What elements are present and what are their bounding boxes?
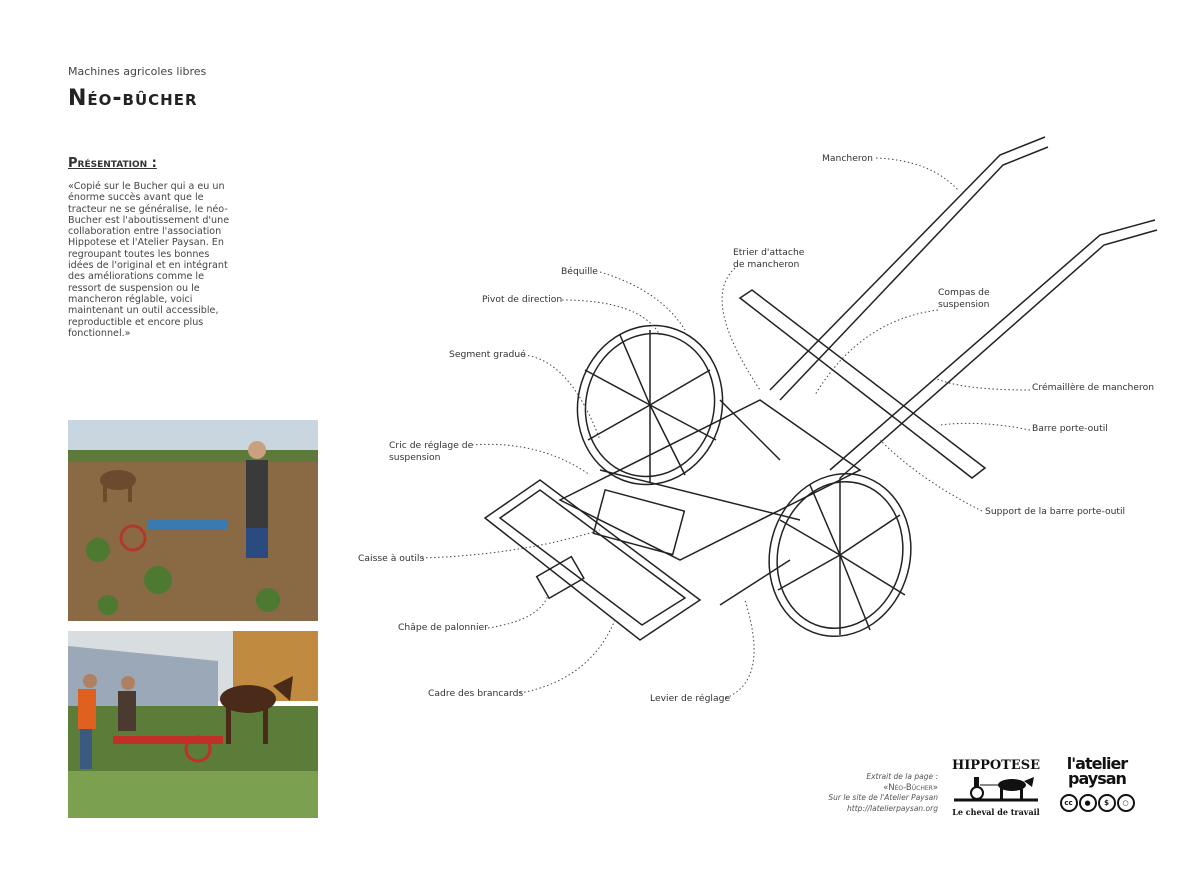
right-handle — [829, 219, 1158, 479]
hippotese-logo: HIPPOTESE Le cheval de travail — [950, 758, 1042, 817]
credit-line: Extrait de la page : — [866, 772, 938, 781]
presentation-text: «Copié sur le Bucher qui a eu un énorme … — [68, 181, 230, 339]
leader-lines — [421, 157, 1031, 699]
atelier-logo-line1: l'atelier — [1066, 754, 1128, 773]
left-wheel — [576, 324, 724, 486]
label-bequille: Béquille — [561, 266, 598, 277]
horse-cart-icon — [954, 777, 1038, 802]
hippotese-title: HIPPOTESE — [951, 758, 1041, 773]
label-compas: Compas de suspension — [938, 287, 990, 310]
shaft-frame — [483, 479, 702, 641]
cc-by-icon: ● — [1078, 794, 1097, 812]
label-cric: Cric de réglage de suspension — [389, 440, 474, 463]
cc-icon: cc — [1059, 794, 1078, 812]
label-mancheron: Mancheron — [822, 153, 873, 164]
label-barre: Barre porte-outil — [1032, 423, 1108, 434]
tool-bar — [738, 289, 987, 479]
page-title: Néo-bûcher — [68, 86, 198, 111]
label-segment: Segment gradué — [449, 349, 526, 360]
photo-horse-plowing — [68, 631, 318, 818]
cc-sa-icon: ○ — [1116, 794, 1135, 812]
label-etrier: Etrier d'attache de mancheron — [733, 247, 805, 270]
photo-field-work — [68, 420, 318, 621]
credit-page-name: «Néo-Bûcher» — [883, 782, 938, 793]
atelier-logo-line2: paysan — [1068, 769, 1127, 788]
label-caisse: Caisse à outils — [358, 553, 425, 564]
hippotese-tagline: Le cheval de travail — [952, 807, 1040, 817]
credit-block: Extrait de la page : «Néo-Bûcher» Sur le… — [828, 772, 938, 814]
label-cremaillere: Crémaillère de mancheron — [1032, 382, 1155, 393]
label-support: Support de la barre porte-outil — [985, 506, 1126, 517]
credit-line: Sur le site de l'Atelier Paysan — [828, 793, 938, 802]
label-cadre: Cadre des brancards — [428, 688, 524, 699]
tool-box — [592, 488, 686, 556]
label-chape: Châpe de palonnier — [398, 622, 488, 633]
atelier-paysan-logo: l'atelier paysan cc●$○ — [1058, 756, 1136, 812]
label-levier: Levier de réglage — [650, 693, 731, 704]
section-kicker: Machines agricoles libres — [68, 65, 207, 78]
label-pivot: Pivot de direction — [482, 294, 563, 305]
right-wheel — [768, 472, 912, 638]
cc-nc-icon: $ — [1097, 794, 1116, 812]
presentation-heading: Présentation : — [68, 156, 157, 171]
left-handle — [769, 136, 1049, 401]
credit-url[interactable]: http://latelierpaysan.org — [847, 803, 938, 813]
